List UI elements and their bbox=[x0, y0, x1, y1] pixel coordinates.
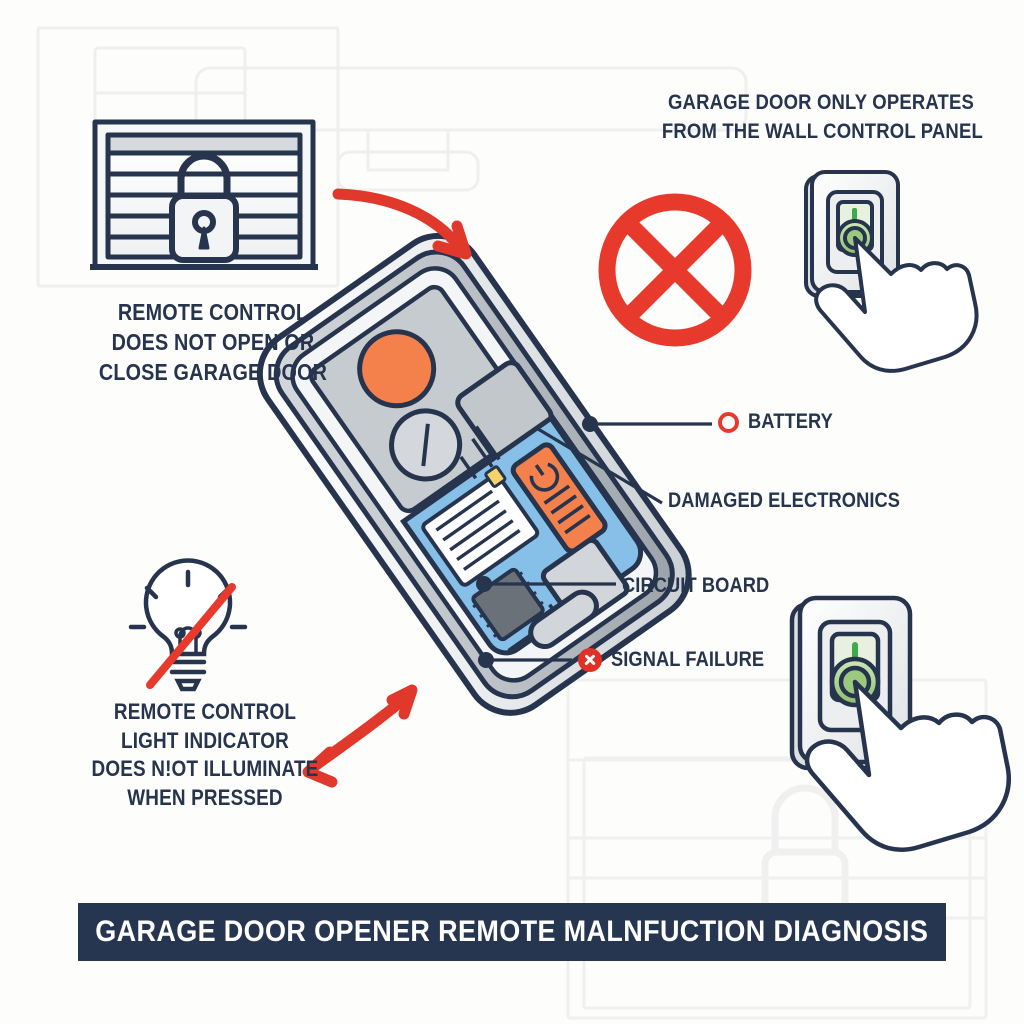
callout-damaged-electronics: DAMAGED ELECTRONICS bbox=[668, 489, 935, 513]
red-ring-icon bbox=[718, 411, 739, 433]
caption-line: GARAGE DOOR ONLY OPERATES bbox=[667, 90, 974, 114]
caption-line: LIGHT INDICATOR bbox=[121, 727, 289, 753]
wall-control-panel-hand-icon-top bbox=[804, 170, 900, 298]
curved-red-arrow-icon bbox=[332, 188, 472, 260]
red-circle-x-prohibition-icon bbox=[598, 193, 752, 347]
callout-label: DAMAGED ELECTRONICS bbox=[668, 489, 901, 512]
caption-line: REMOTE CONTROL bbox=[117, 299, 309, 325]
banner-title: GARAGE DOOR OPENER REMOTE MALNFUCTION DI… bbox=[95, 915, 929, 948]
callout-circuit-board: CIRCUIT BOARD bbox=[622, 574, 791, 598]
title-banner: GARAGE DOOR OPENER REMOTE MALNFUCTION DI… bbox=[78, 903, 946, 961]
callout-label: BATTERY bbox=[748, 410, 833, 433]
light-bulb-slash-icon bbox=[146, 583, 236, 689]
callout-label: CIRCUIT BOARD bbox=[622, 574, 770, 597]
wall-control-panel-hand-icon-bottom bbox=[789, 595, 913, 771]
pointing-hand-icon-top bbox=[814, 236, 979, 373]
caption-line: DOES N!OT ILLUMINATE bbox=[91, 756, 319, 782]
caption-light-indicator: REMOTE CONTROL LIGHT INDICATOR DOES N!OT… bbox=[72, 698, 339, 812]
callout-battery: BATTERY bbox=[718, 410, 846, 434]
callout-leader-lines bbox=[476, 416, 712, 668]
caption-line: DOES NOT OPEN OR bbox=[111, 328, 315, 355]
callout-label: SIGNAL FAILURE bbox=[611, 648, 765, 671]
caption-line: FROM THE WALL CONTROL PANEL bbox=[661, 118, 983, 143]
caption-remote-does-not-open: REMOTE CONTROL DOES NOT OPEN OR CLOSE GA… bbox=[80, 298, 347, 388]
red-x-circle-icon bbox=[578, 648, 602, 672]
caption-line: WHEN PRESSED bbox=[127, 784, 283, 810]
garage-door-locked-icon bbox=[90, 119, 318, 270]
caption-wall-control-panel: GARAGE DOOR ONLY OPERATES FROM THE WALL … bbox=[661, 88, 983, 145]
caption-line: REMOTE CONTROL bbox=[113, 699, 297, 724]
pointing-hand-icon-bottom bbox=[804, 679, 1011, 852]
light-bulb-crossed-out-icon bbox=[128, 558, 248, 692]
callout-signal-failure: SIGNAL FAILURE bbox=[578, 648, 787, 672]
caption-line: CLOSE GARAGE DOOR bbox=[98, 358, 328, 385]
